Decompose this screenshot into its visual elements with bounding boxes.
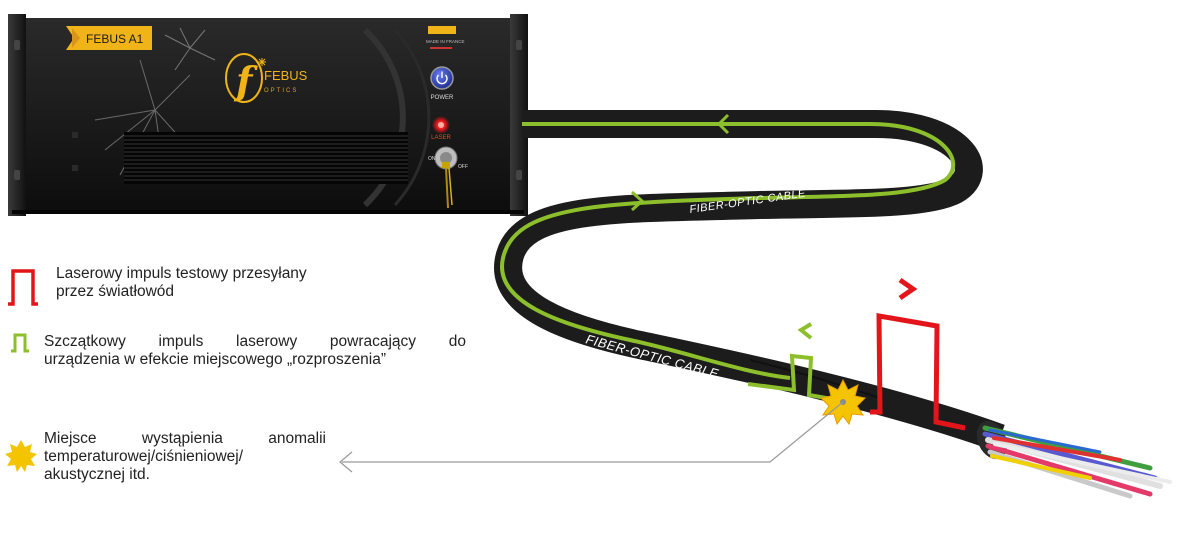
model-badge-label: FEBUS A1	[86, 32, 144, 46]
chevron-right-icon	[898, 277, 918, 301]
cable-fiber-ends	[976, 420, 1172, 499]
test-pulse-icon	[8, 269, 38, 306]
febus-device: FEBUS A1 f FEBUS OPTICS MADE IN FRANCE P…	[8, 14, 528, 216]
rack-hole	[516, 170, 522, 180]
febus-logo: f FEBUS OPTICS	[225, 53, 308, 103]
legend-residual-pulse-line1: Szczątkowy impuls laserowy powracający d…	[44, 333, 466, 350]
test-pulse-on-cable	[870, 313, 966, 431]
power-icon	[436, 71, 448, 85]
device-left-rack-ear	[8, 14, 26, 216]
fiber-core-line	[500, 122, 956, 380]
legend-anomaly-text: Miejsce wystąpienia anomalii temperaturo…	[44, 430, 326, 484]
legend-test-pulse-text: Laserowy impuls testowy przesyłany przez…	[56, 265, 376, 301]
rack-hole	[14, 170, 20, 180]
made-in-label: MADE IN FRANCE	[426, 39, 465, 44]
rack-hole	[14, 40, 20, 50]
fiber-optic-cable	[494, 109, 1005, 452]
rack-hole	[516, 40, 522, 50]
vent-grille	[124, 132, 408, 184]
anomaly-legend-starburst-icon	[5, 440, 37, 472]
return-direction-arrow-icon	[630, 190, 645, 212]
power-label: POWER	[431, 95, 454, 101]
key-off-label: OFF	[458, 164, 468, 170]
sparkle-icon	[258, 58, 266, 66]
legend-anomaly-line1: Miejsce wystąpienia anomalii	[44, 430, 326, 447]
model-badge	[66, 26, 152, 50]
key-switch[interactable]	[434, 146, 458, 209]
key-on-label: ON	[428, 156, 436, 162]
flag-stripe	[430, 47, 452, 49]
legend-test-pulse-line1: Laserowy impuls testowy przesyłany	[56, 265, 307, 282]
decor-starburst-icon	[164, 27, 216, 71]
residual-pulse-icon	[11, 333, 29, 353]
laser-label: LASER	[431, 135, 451, 141]
device-right-rack-ear	[510, 14, 528, 216]
arrow-left-icon	[339, 451, 353, 473]
decor-arc	[362, 27, 406, 208]
legend-test-pulse-line2: przez światłowód	[56, 283, 175, 300]
residual-pulse-on-cable	[747, 353, 833, 401]
legend-residual-pulse-text: Szczątkowy impuls laserowy powracający d…	[44, 333, 466, 369]
chevron-right-icon	[72, 28, 80, 48]
logo-main-text: FEBUS	[264, 68, 308, 83]
legend-anomaly-line3: akustycznej itd.	[44, 466, 150, 483]
logo-sub-text: OPTICS	[264, 88, 298, 94]
chevron-left-icon	[797, 322, 813, 340]
return-direction-arrow-icon	[716, 113, 730, 135]
decor-arc	[393, 28, 431, 207]
legend-residual-pulse-line2: urządzenia w efekcie miejscowego „rozpro…	[44, 351, 387, 368]
brand-strip	[428, 26, 456, 34]
legend-anomaly-line2: temperaturowej/ciśnieniowej/	[44, 448, 244, 465]
anomaly-pointer-line	[342, 401, 844, 463]
